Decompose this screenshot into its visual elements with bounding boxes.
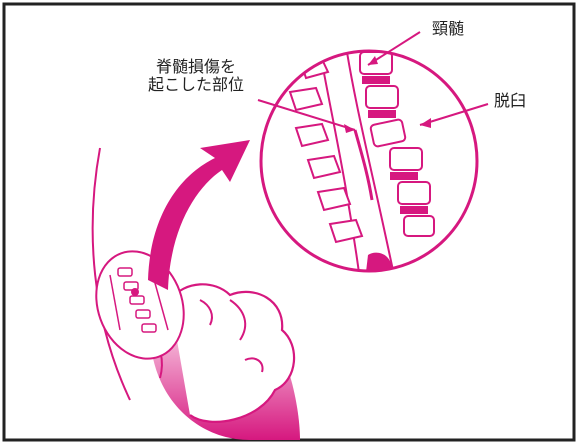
label-dislocation: 脱臼 xyxy=(494,92,526,110)
label-cervical-cord: 頸髄 xyxy=(432,20,464,38)
label-injury-site-line1: 脊髄損傷を xyxy=(148,58,244,76)
label-injury-site: 脊髄損傷を 起こした部位 xyxy=(148,58,244,95)
label-injury-site-line2: 起こした部位 xyxy=(148,76,244,94)
